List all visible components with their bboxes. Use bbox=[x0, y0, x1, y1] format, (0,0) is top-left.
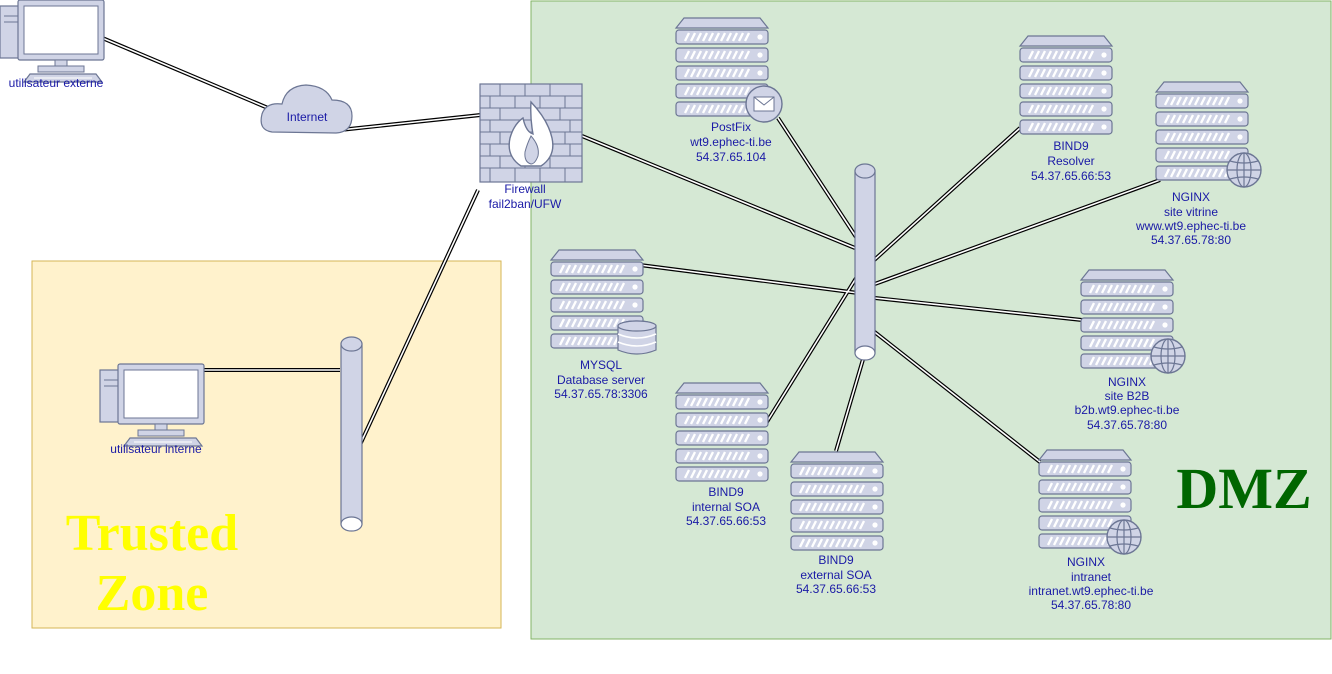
postfix-label-line2: wt9.ephec-ti.be bbox=[689, 135, 772, 149]
bind9-resolver-label-line1: BIND9 bbox=[1053, 139, 1089, 153]
bind9-internal-label-line3: 54.37.65.66:53 bbox=[686, 514, 766, 528]
nginx-b2b-node[interactable]: NGINX site B2B b2b.wt9.ephec-ti.be 54.37… bbox=[1075, 270, 1186, 432]
nginx-vitrine-label-line2: site vitrine bbox=[1164, 205, 1218, 219]
nginx-vitrine-label-line1: NGINX bbox=[1172, 190, 1210, 204]
dmz-zone-title: DMZ bbox=[1176, 456, 1312, 521]
bind9-internal-label-line2: internal SOA bbox=[692, 500, 760, 514]
desktop-computer-icon bbox=[0, 0, 105, 83]
bind9-external-label-line3: 54.37.65.66:53 bbox=[796, 582, 876, 596]
firewall-icon bbox=[479, 83, 583, 183]
nginx-vitrine-label-line3: www.wt9.ephec-ti.be bbox=[1135, 219, 1246, 233]
nginx-b2b-label-line2: site B2B bbox=[1105, 389, 1150, 403]
nginx-b2b-label-line4: 54.37.65.78:80 bbox=[1087, 418, 1167, 432]
internet-label: Internet bbox=[287, 110, 328, 124]
mysql-label-line2: Database server bbox=[557, 373, 645, 387]
mysql-label-line1: MYSQL bbox=[580, 358, 622, 372]
postfix-label-line1: PostFix bbox=[711, 120, 751, 134]
nginx-vitrine-label-line4: 54.37.65.78:80 bbox=[1151, 233, 1231, 247]
bind9-resolver-label-line3: 54.37.65.66:53 bbox=[1031, 169, 1111, 183]
cloud-icon bbox=[260, 84, 353, 134]
internal-user-label: utilisateur interne bbox=[110, 442, 202, 456]
bind9-resolver-node[interactable]: BIND9 Resolver 54.37.65.66:53 bbox=[1020, 36, 1112, 183]
network-links bbox=[99, 35, 1161, 464]
dmz-bus bbox=[854, 163, 876, 361]
web-server-icon bbox=[1039, 450, 1142, 555]
nginx-intranet-label-line3: intranet.wt9.ephec-ti.be bbox=[1029, 584, 1154, 598]
postfix-label-line3: 54.37.65.104 bbox=[696, 150, 766, 164]
nginx-intranet-node[interactable]: NGINX intranet intranet.wt9.ephec-ti.be … bbox=[1029, 450, 1154, 612]
trusted-zone-title: Trusted Zone bbox=[36, 508, 268, 620]
nginx-b2b-label-line3: b2b.wt9.ephec-ti.be bbox=[1075, 403, 1180, 417]
mysql-node[interactable]: MYSQL Database server 54.37.65.78:3306 bbox=[551, 250, 657, 401]
bind9-external-node[interactable]: BIND9 external SOA 54.37.65.66:53 bbox=[791, 452, 883, 596]
nginx-vitrine-node[interactable]: NGINX site vitrine www.wt9.ephec-ti.be 5… bbox=[1135, 82, 1262, 247]
web-server-icon bbox=[1081, 270, 1186, 374]
bind9-resolver-label-line2: Resolver bbox=[1047, 154, 1094, 168]
external-user-label: utilisateur externe bbox=[9, 76, 104, 90]
nginx-b2b-label-line1: NGINX bbox=[1108, 375, 1146, 389]
nginx-intranet-label-line1: NGINX bbox=[1067, 555, 1105, 569]
trusted-zone-title-line2: Zone bbox=[95, 565, 209, 622]
trusted-zone bbox=[31, 260, 502, 629]
bind9-external-label-line2: external SOA bbox=[800, 568, 871, 582]
internal-user-node[interactable]: utilisateur interne bbox=[99, 363, 205, 456]
bind9-internal-label-line1: BIND9 bbox=[708, 485, 744, 499]
nginx-intranet-label-line2: intranet bbox=[1071, 570, 1112, 584]
bind9-external-label-line1: BIND9 bbox=[818, 553, 854, 567]
internet-node[interactable]: Internet bbox=[260, 84, 353, 134]
database-server-icon bbox=[551, 250, 657, 355]
firewall-label-line2: fail2ban/UFW bbox=[489, 197, 562, 211]
firewall-node[interactable]: Firewall fail2ban/UFW bbox=[479, 83, 583, 211]
bind9-internal-node[interactable]: BIND9 internal SOA 54.37.65.66:53 bbox=[676, 383, 768, 528]
nginx-intranet-label-line4: 54.37.65.78:80 bbox=[1051, 598, 1131, 612]
firewall-label-line1: Firewall bbox=[504, 182, 545, 196]
web-server-icon bbox=[1156, 82, 1262, 188]
mysql-label-line3: 54.37.65.78:3306 bbox=[554, 387, 648, 401]
postfix-node[interactable]: PostFix wt9.ephec-ti.be 54.37.65.104 bbox=[676, 18, 783, 164]
trusted-zone-title-line1: Trusted bbox=[65, 505, 239, 562]
mail-server-icon bbox=[676, 18, 783, 123]
external-user-node[interactable]: utilisateur externe bbox=[0, 0, 105, 90]
trusted-bus bbox=[340, 336, 363, 532]
